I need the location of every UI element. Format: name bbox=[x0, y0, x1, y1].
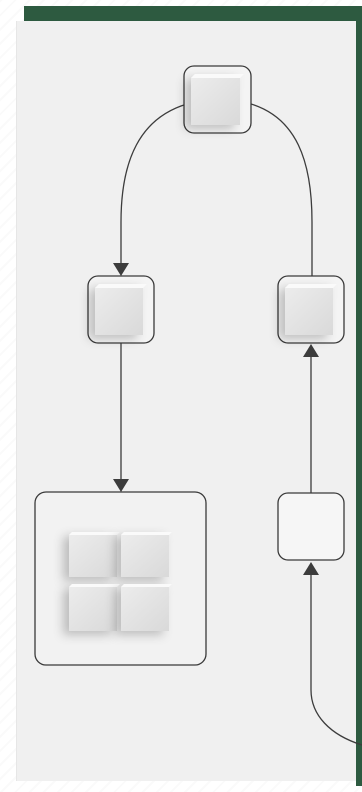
edge-top-to-left bbox=[120, 103, 188, 264]
edge-bottom-to-empty bbox=[310, 573, 362, 746]
cube-icon bbox=[95, 284, 147, 335]
top-frame-bar bbox=[24, 6, 358, 21]
node-left-middle[interactable] bbox=[87, 275, 155, 344]
node-right-middle[interactable] bbox=[277, 275, 345, 344]
cube-icon bbox=[191, 74, 244, 125]
arrow-up-right-empty bbox=[303, 562, 319, 575]
arrow-up-right-middle bbox=[303, 344, 319, 357]
node-top[interactable] bbox=[183, 65, 252, 134]
four-cube-grid-icon bbox=[69, 532, 172, 631]
node-grid[interactable] bbox=[34, 491, 207, 666]
right-frame-bar bbox=[356, 6, 362, 786]
cube-icon bbox=[285, 284, 337, 335]
edge-right-to-top bbox=[250, 103, 313, 276]
arrow-down-left-middle bbox=[113, 263, 129, 276]
node-right-empty[interactable] bbox=[277, 492, 345, 561]
arrow-down-grid bbox=[113, 479, 129, 492]
